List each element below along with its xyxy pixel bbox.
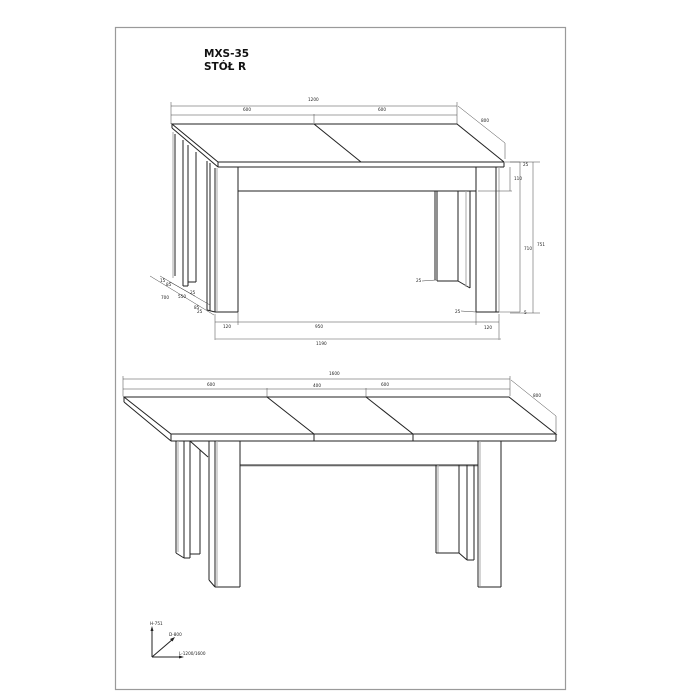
dim-ext-depth: 800 — [533, 393, 541, 398]
dim-side-25-bottom: 25 — [197, 309, 203, 314]
dim-depth: 800 — [481, 118, 489, 123]
dim-leg-clear-height: 710 — [524, 246, 532, 251]
dim-total-height: 751 — [537, 242, 545, 247]
dim-side-85-top: 85 — [166, 282, 172, 287]
dim-side-15: 15 — [160, 278, 166, 283]
dim-top-left-segment: 600 — [243, 107, 251, 112]
dim-ext-total-width: 1600 — [329, 371, 340, 376]
axis-length-label: L-1200/1600 — [179, 651, 206, 656]
dim-apron-height: 110 — [514, 176, 522, 181]
model-code: MXS-35 — [204, 48, 249, 60]
dim-ext-left-segment: 600 — [207, 382, 215, 387]
arrow-right-icon — [179, 655, 184, 659]
product-name: STÓŁ R — [204, 60, 246, 73]
axis-depth-label: D-800 — [169, 632, 182, 637]
dim-leg-inset-left: 120 — [223, 324, 231, 329]
drawing-frame — [114, 26, 567, 691]
extended-table-drawing: 1600 600 400 600 800 — [122, 371, 558, 588]
dim-side-700: 700 — [161, 295, 169, 300]
dim-side-85-bottom: 85 — [194, 305, 200, 310]
arrow-up-icon — [150, 626, 154, 631]
dim-top-right-segment: 600 — [378, 107, 386, 112]
dim-leg-offset-front: 25 — [455, 309, 461, 314]
dim-ext-middle-insert: 400 — [313, 383, 321, 388]
dim-leg-span: 950 — [315, 324, 323, 329]
dim-side-550: 550 — [178, 294, 186, 299]
arrow-diagonal-icon — [170, 637, 175, 642]
dim-base-length: 1190 — [316, 341, 327, 346]
axes-legend: H-751 D-800 L-1200/1600 — [150, 621, 206, 659]
dim-side-25-top: 25 — [190, 290, 196, 295]
dim-ext-right-segment: 600 — [381, 382, 389, 387]
dim-leg-offset-back: 25 — [416, 278, 422, 283]
dim-leg-inset-right: 120 — [484, 325, 492, 330]
dim-foot-gap: 5 — [524, 310, 527, 315]
closed-table-drawing: 1200 600 600 800 — [149, 97, 545, 346]
dim-top-thickness: 25 — [523, 162, 529, 167]
axis-height-label: H-751 — [150, 621, 163, 626]
dim-top-total-width: 1200 — [308, 97, 319, 102]
